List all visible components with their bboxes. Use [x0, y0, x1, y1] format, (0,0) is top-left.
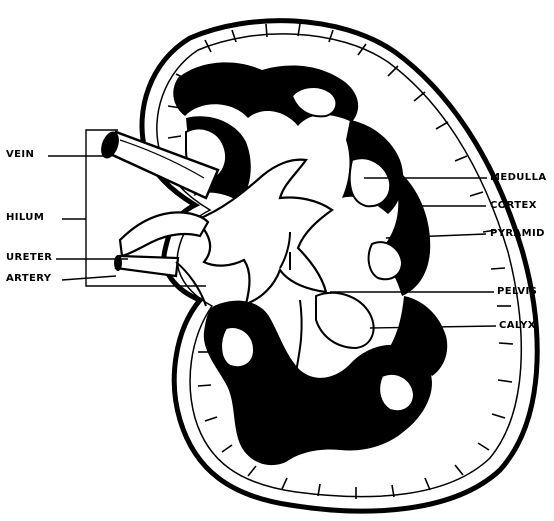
- label-artery: ARTERY: [6, 273, 51, 285]
- label-medulla: MEDULLA: [490, 172, 547, 184]
- label-pyramid: PYRAMID: [490, 228, 545, 240]
- label-cortex: CORTEX: [490, 200, 537, 212]
- label-vein: VEIN: [6, 149, 34, 161]
- label-calyx: CALYX: [499, 320, 536, 332]
- label-hilum: HILUM: [6, 212, 44, 224]
- label-ureter: URETER: [6, 252, 52, 264]
- label-pelvis: PELVIS: [497, 286, 537, 298]
